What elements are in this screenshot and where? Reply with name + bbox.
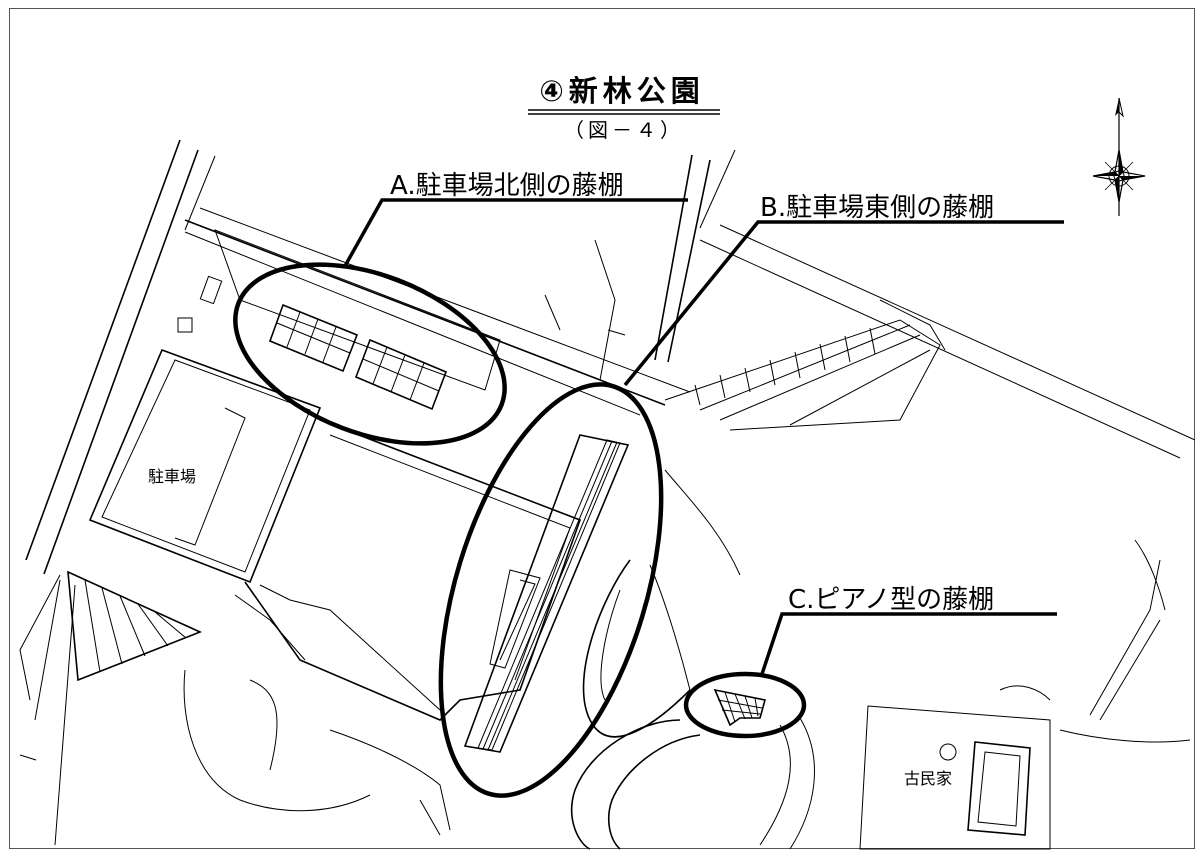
old-house-label: 古民家 — [904, 769, 952, 788]
callout-a-leader — [343, 198, 688, 267]
callout-b: B.駐車場東側の藤棚 — [438, 193, 1064, 798]
callout-b-leader — [623, 220, 1064, 387]
pergola-a-highlight — [233, 262, 507, 446]
compass-rose-icon — [1092, 97, 1146, 216]
parking-label: 駐車場 — [148, 467, 196, 486]
callout-a: A.駐車場北側の藤棚 — [233, 171, 688, 446]
pergola-c-highlight — [683, 671, 807, 739]
map-title-block: ④新林公園 （図－４） — [528, 74, 720, 142]
pergola-b-highlight — [438, 382, 664, 798]
map-title: ④新林公園 — [539, 74, 705, 108]
callout-c-leader — [760, 612, 1057, 675]
callout-b-label: B.駐車場東側の藤棚 — [760, 193, 994, 223]
base-map — [19, 139, 1196, 850]
callout-c-label: C.ピアノ型の藤棚 — [788, 585, 994, 615]
callout-c: C.ピアノ型の藤棚 — [683, 585, 1057, 739]
callout-a-label: A.駐車場北側の藤棚 — [390, 171, 624, 201]
map-subtitle: （図－４） — [564, 118, 684, 142]
